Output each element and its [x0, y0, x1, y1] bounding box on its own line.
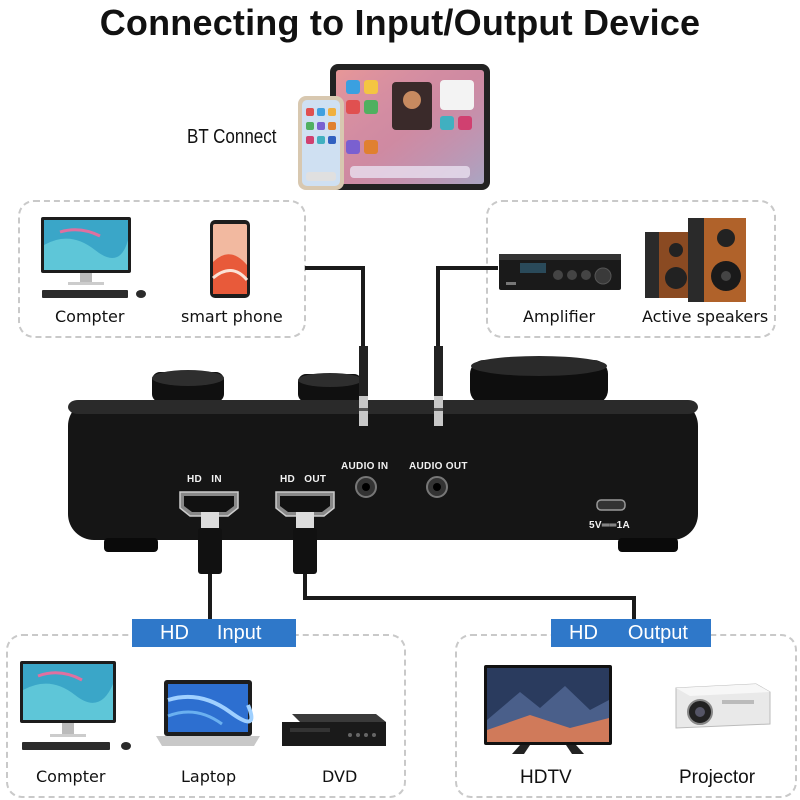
output-device-label-1: HDTV — [520, 767, 572, 788]
hd-in-port-label: HD IN — [187, 474, 222, 485]
input-device-label-1: Compter — [36, 767, 106, 786]
audio-in-port-label: AUDIO IN — [341, 461, 389, 472]
top-left-device-label-1: Compter — [55, 307, 125, 326]
hd-input-tag-right: Input — [216, 621, 262, 644]
top-right-device-label-1: Amplifier — [523, 307, 596, 326]
hd-output-tag: HD Output — [551, 619, 711, 647]
top-right-device-label-2: Active speakers — [642, 307, 769, 326]
bt-connect-label: BT Connect — [187, 126, 277, 148]
power-port-label: 5V══1A — [589, 520, 630, 531]
hd-out-port-label: HD OUT — [280, 474, 327, 485]
input-device-label-3: DVD — [322, 767, 358, 786]
page-title: Connecting to Input/Output Device — [99, 2, 701, 43]
hd-output-tag-left: HD — [569, 621, 598, 644]
hd-input-tag: HD Input — [132, 619, 296, 647]
hd-output-tag-right: Output — [627, 621, 688, 644]
input-device-label-2: Laptop — [181, 767, 237, 786]
output-device-label-2: Projector — [679, 767, 756, 788]
audio-out-port-label: AUDIO OUT — [409, 461, 468, 472]
top-left-device-label-2: smart phone — [181, 307, 283, 326]
hd-input-tag-left: HD — [160, 621, 189, 644]
